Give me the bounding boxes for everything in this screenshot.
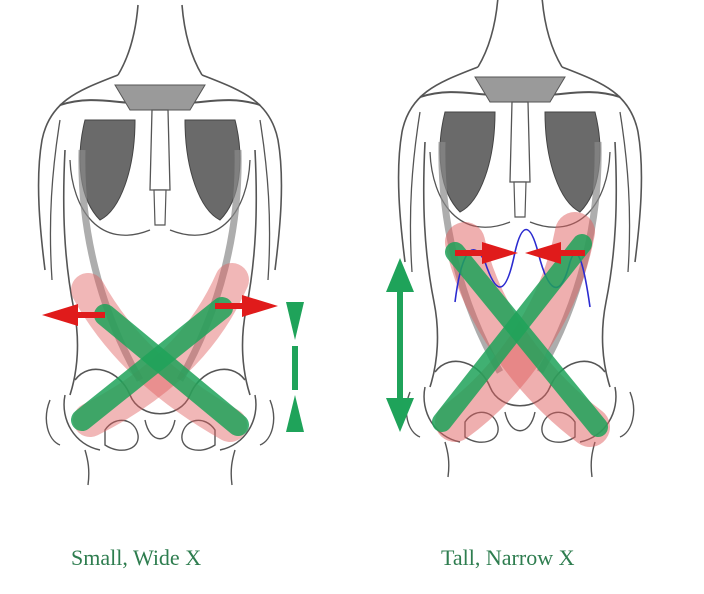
elongate-arrow-icon — [386, 258, 414, 432]
caption-tall-narrow-x: Tall, Narrow X — [441, 545, 575, 570]
left-torso-figure — [39, 5, 282, 485]
compress-arrow-icon — [286, 302, 304, 432]
left-red-arrow — [42, 304, 105, 326]
right-red-arrow-inward-left — [455, 242, 518, 264]
left-x-stroke-a — [94, 304, 249, 436]
left-x-stroke-b — [71, 297, 233, 431]
right-x-stroke-a — [445, 242, 608, 437]
caption-small-wide-x: Small, Wide X — [71, 545, 202, 570]
right-red-arrow-inward-right — [525, 242, 585, 264]
right-red-arrow-outward — [215, 295, 278, 317]
right-x-stroke-b — [432, 234, 592, 432]
right-torso-figure — [399, 0, 642, 477]
